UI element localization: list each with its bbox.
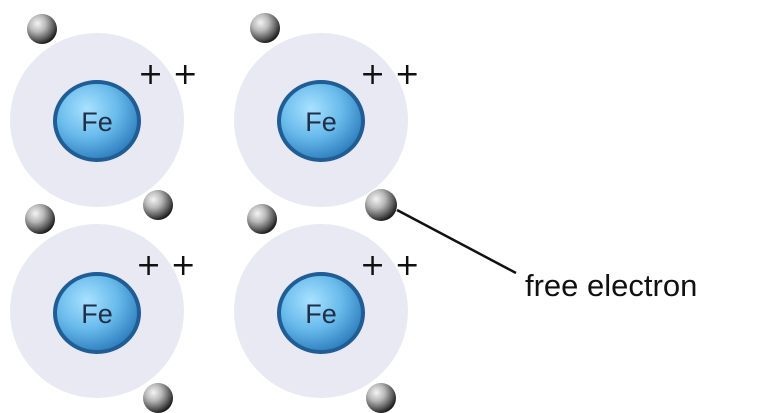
ion-core <box>277 80 365 162</box>
iron-ion: Fe + + <box>234 224 420 398</box>
free-electron <box>365 189 397 221</box>
ion-charge: + + <box>136 248 196 283</box>
free-electron <box>250 13 280 43</box>
ion-core <box>53 80 141 162</box>
iron-ion: Fe + + <box>234 33 420 207</box>
callout-line <box>396 208 517 275</box>
iron-ion: Fe + + <box>10 224 196 398</box>
free-electron-label: free electron <box>525 268 697 303</box>
free-electron <box>143 190 173 220</box>
iron-ion: Fe + + <box>10 33 198 207</box>
free-electron <box>366 383 396 413</box>
ion-core <box>277 272 365 354</box>
ion-charge: + + <box>360 57 420 92</box>
ion-symbol: Fe <box>81 299 113 329</box>
ion-symbol: Fe <box>305 107 337 137</box>
free-electron <box>25 204 55 234</box>
ion-charge: + + <box>360 248 420 283</box>
free-electron <box>143 383 173 413</box>
ion-charge: + + <box>138 57 198 92</box>
ion-core <box>53 272 141 354</box>
ion-symbol: Fe <box>305 299 337 329</box>
free-electron <box>247 204 277 234</box>
free-electrons <box>25 13 397 413</box>
ion-symbol: Fe <box>81 107 113 137</box>
free-electron <box>27 14 57 44</box>
